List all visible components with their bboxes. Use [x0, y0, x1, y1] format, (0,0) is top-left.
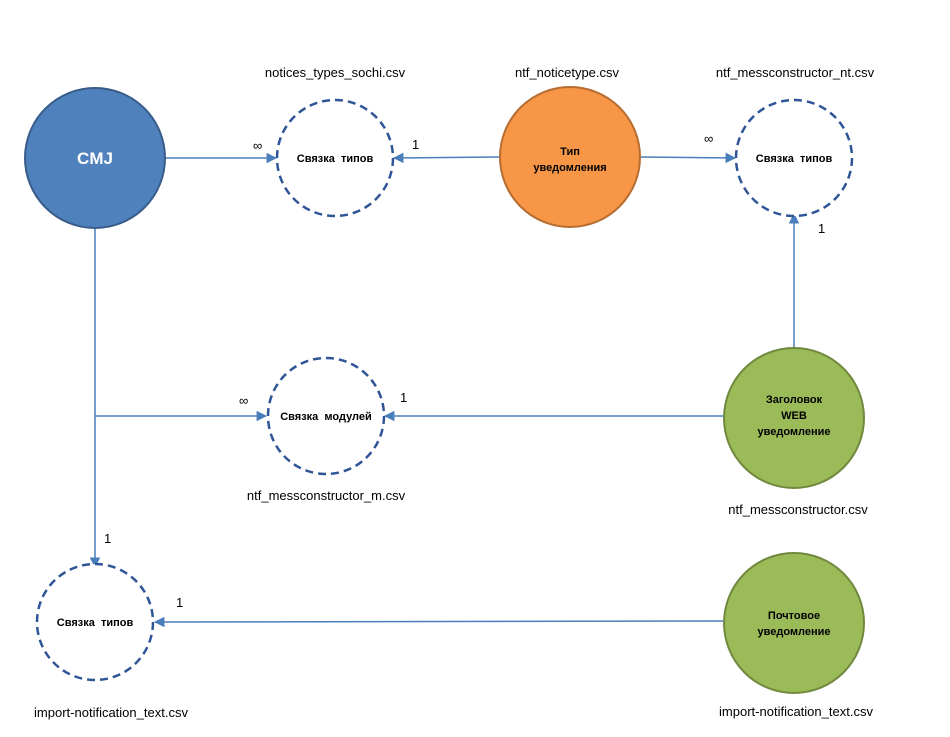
node-link-types-bottom: Связка типов	[35, 562, 155, 682]
file-ntf-messconstructor: ntf_messconstructor.csv	[728, 502, 868, 517]
link-types-right-label: Связка типов	[756, 153, 833, 165]
multiplicities: ∞ 1 ∞ 1 ∞ 1 1 1	[104, 131, 825, 610]
file-import-notification-left: import-notification_text.csv	[34, 705, 188, 720]
link-types-right-circle	[734, 98, 854, 218]
file-ntf-messconstructor-m: ntf_messconstructor_m.csv	[247, 488, 406, 503]
web-header-label-line2: WEB	[781, 410, 807, 422]
file-labels: notices_types_sochi.csv ntf_noticetype.c…	[34, 65, 875, 720]
node-notice-type: Тип уведомления	[499, 86, 641, 228]
edges	[89, 152, 800, 628]
node-link-modules: Связка модулей	[266, 356, 386, 476]
link-types-top-circle	[275, 98, 395, 218]
web-header-label-line1: Заголовок	[766, 394, 823, 406]
notice-type-label-line1: Тип	[560, 146, 580, 158]
node-web-header: Заголовок WEB уведомление	[723, 347, 865, 489]
node-mail: Почтовое уведомление	[723, 552, 865, 694]
link-modules-label: Связка модулей	[280, 411, 372, 423]
mult-many-top-left: ∞	[253, 138, 262, 153]
notice-type-circle	[499, 86, 641, 228]
mult-one-top-middle: 1	[412, 137, 419, 152]
node-cmj: CMJ	[24, 87, 166, 229]
node-link-types-right: Связка типов	[734, 98, 854, 218]
mail-label-line1: Почтовое	[768, 610, 820, 622]
file-notices-types-sochi: notices_types_sochi.csv	[265, 65, 406, 80]
web-header-circle	[723, 347, 865, 489]
mail-circle	[723, 552, 865, 694]
mult-one-bottom-horizontal: 1	[176, 595, 183, 610]
edge-notice-type-to-link-types-top	[392, 152, 500, 164]
cmj-label: CMJ	[77, 149, 113, 168]
file-import-notification-right: import-notification_text.csv	[719, 704, 873, 719]
link-types-bottom-label: Связка типов	[57, 617, 134, 629]
file-ntf-noticetype: ntf_noticetype.csv	[515, 65, 620, 80]
cmj-circle	[24, 87, 166, 229]
link-modules-circle	[266, 356, 386, 476]
file-ntf-messconstructor-nt: ntf_messconstructor_nt.csv	[716, 65, 875, 80]
mult-many-top-right: ∞	[704, 131, 713, 146]
mult-one-bottom-vertical: 1	[104, 531, 111, 546]
web-header-label-line3: уведомление	[757, 426, 830, 438]
link-types-bottom-circle	[35, 562, 155, 682]
mail-label-line2: уведомление	[757, 626, 830, 638]
edge-mail-to-link-types-bottom	[153, 616, 724, 628]
mult-many-middle-left: ∞	[239, 393, 248, 408]
edge-notice-type-to-link-types-right	[640, 152, 737, 164]
mult-one-right-vertical: 1	[818, 221, 825, 236]
link-types-top-label: Связка типов	[297, 153, 374, 165]
node-link-types-top: Связка типов	[275, 98, 395, 218]
notice-type-label-line2: уведомления	[533, 162, 606, 174]
mult-one-middle-right: 1	[400, 390, 407, 405]
